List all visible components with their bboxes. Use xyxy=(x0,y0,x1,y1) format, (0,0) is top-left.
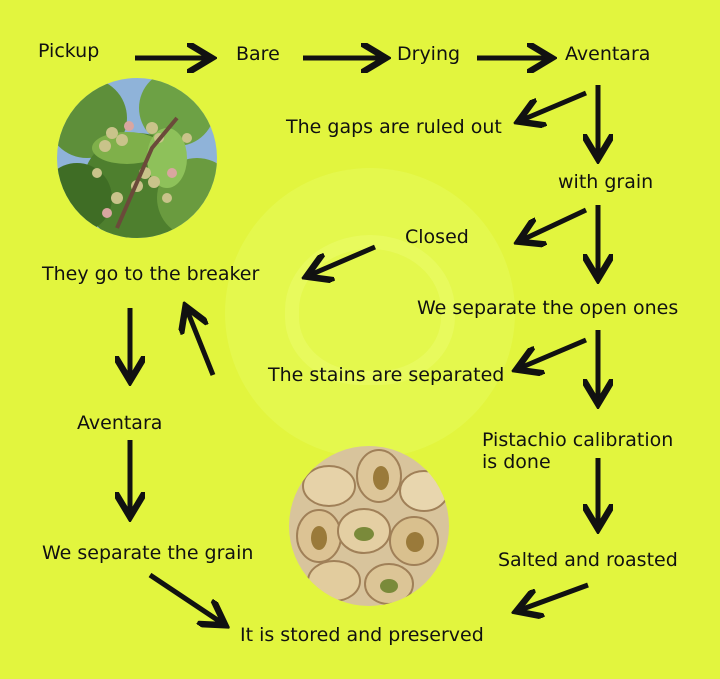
arrow-stains-breaker xyxy=(187,310,216,376)
step-closed: Closed xyxy=(405,226,469,248)
arrow-grain-closed xyxy=(522,207,588,240)
step-aventara-top: Aventara xyxy=(565,43,651,65)
arrow-grain-stored xyxy=(148,572,222,623)
step-breaker: They go to the breaker xyxy=(42,263,260,285)
step-aventara-left: Aventara xyxy=(77,412,163,434)
arrow-separate-stains xyxy=(520,337,587,368)
step-gaps-ruled-out: The gaps are ruled out xyxy=(286,116,502,138)
step-calibration: Pistachio calibration is done xyxy=(482,429,674,473)
step-separate-open: We separate the open ones xyxy=(417,297,679,319)
step-separate-grain: We separate the grain xyxy=(42,542,254,564)
arrow-aventara-gaps xyxy=(522,90,587,120)
step-drying: Drying xyxy=(397,43,461,65)
arrow-salted-stored xyxy=(520,582,589,610)
arrow-closed-breaker xyxy=(310,244,376,275)
step-stains-separated: The stains are separated xyxy=(268,364,505,386)
step-salted-roasted: Salted and roasted xyxy=(498,549,678,571)
step-stored-preserved: It is stored and preserved xyxy=(240,624,484,646)
step-bare: Bare xyxy=(236,43,280,65)
step-pickup: Pickup xyxy=(38,40,100,62)
pistachio-tree-photo xyxy=(57,78,217,238)
step-with-grain: with grain xyxy=(558,171,654,193)
